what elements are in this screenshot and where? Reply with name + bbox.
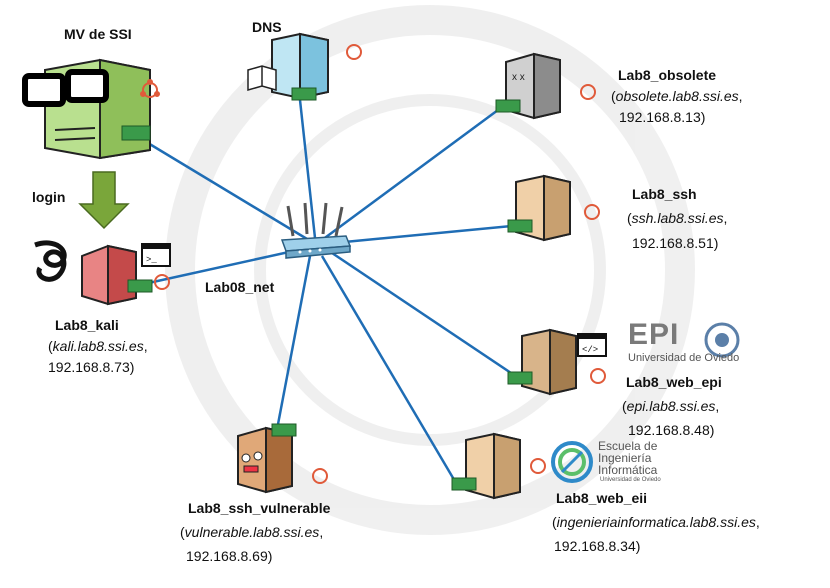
- web-eii-ip-label: 192.168.8.34): [554, 538, 641, 554]
- dns-machine-icon: [271, 32, 329, 100]
- eii-logo-line3: Informática: [598, 463, 658, 477]
- ssh-host-label: (ssh.lab8.ssi.es,: [627, 210, 728, 226]
- ubuntu-icon: [530, 458, 546, 474]
- epi-logo-letters: EPI: [628, 318, 680, 351]
- web-epi-ip: 192.168.8.48: [628, 422, 710, 438]
- ubuntu-icon: [590, 368, 606, 384]
- ubuntu-icon: [154, 274, 170, 290]
- ssh-vulnerable-name-label: Lab8_ssh_vulnerable: [188, 500, 331, 516]
- obsolete-host-label: (obsolete.lab8.ssi.es,: [611, 88, 743, 104]
- ssh-ip: 192.168.8.51: [632, 235, 714, 251]
- web-eii-host-label: (ingenieriainformatica.lab8.ssi.es,: [552, 514, 760, 530]
- network-links: [137, 99, 515, 484]
- network-card-icon: [271, 423, 297, 437]
- link-obsolete: [321, 108, 499, 242]
- login-arrow-icon: [78, 171, 130, 230]
- kali-ip: 192.168.8.73: [48, 359, 130, 375]
- network-name-label: Lab08_net: [205, 279, 275, 295]
- network-card-icon: [451, 477, 477, 491]
- login-label: login: [32, 189, 66, 205]
- link-web-epi: [331, 251, 515, 377]
- eii-logo-line1: Escuela de: [598, 439, 658, 453]
- ssh-vulnerable-machine-icon: [237, 426, 293, 494]
- kali-host-label: (kali.lab8.ssi.es,: [48, 338, 148, 354]
- link-kali: [143, 248, 299, 286]
- web-epi-hostname: epi.lab8.ssi.es: [626, 398, 716, 414]
- kali-dragon-icon: [34, 240, 67, 282]
- ubuntu-icon: [312, 468, 328, 484]
- ssh-vulnerable-ip-label: 192.168.8.69): [186, 548, 273, 564]
- obsolete-name-label: Lab8_obsolete: [618, 67, 717, 83]
- epi-logo: [704, 322, 740, 358]
- ssh-ip-label: 192.168.8.51): [632, 235, 719, 251]
- epi-logo-subtitle: Universidad de Oviedo: [628, 352, 740, 364]
- obsolete-ip: 192.168.8.13: [619, 109, 701, 125]
- ssh-vulnerable-ip: 192.168.8.69: [186, 548, 268, 564]
- svg-text:</>: </>: [582, 345, 598, 355]
- ssh-hostname: ssh.lab8.ssi.es: [631, 210, 724, 226]
- ssh-vulnerable-host-label: (vulnerable.lab8.ssi.es,: [180, 524, 324, 540]
- link-mv-ssi: [137, 135, 313, 244]
- obsolete-hostname: obsolete.lab8.ssi.es: [615, 88, 739, 104]
- ubuntu-icon: [140, 79, 160, 98]
- eii-logo: [551, 441, 593, 483]
- kali-ip-label: 192.168.8.73): [48, 359, 135, 375]
- ubuntu-icon: [584, 204, 600, 220]
- obsolete-ip-label: 192.168.8.13): [619, 109, 706, 125]
- network-card-icon: [507, 371, 533, 385]
- web-eii-hostname: ingenieriainformatica.lab8.ssi.es: [556, 514, 756, 530]
- network-card-icon: [495, 99, 521, 113]
- router-icon: [280, 202, 352, 259]
- glasses-icon: [22, 69, 109, 107]
- link-dns: [298, 99, 317, 239]
- eii-logo-line2: Ingeniería: [598, 451, 652, 465]
- link-ssh-vulnerable: [273, 255, 312, 441]
- book-icon: [247, 65, 277, 91]
- kali-hostname: kali.lab8.ssi.es: [52, 338, 144, 354]
- eii-logo-line4: Universidad de Oviedo: [600, 477, 661, 483]
- terminal-icon: >_: [141, 243, 171, 267]
- ubuntu-icon: [580, 84, 596, 100]
- web-eii-ip: 192.168.8.34: [554, 538, 636, 554]
- ssh-vulnerable-hostname: vulnerable.lab8.ssi.es: [184, 524, 320, 540]
- web-epi-machine-icon: [521, 328, 577, 396]
- network-card-icon: [291, 87, 317, 101]
- mv-ssi-label: MV de SSI: [64, 26, 132, 42]
- kali-name-label: Lab8_kali: [55, 317, 119, 333]
- link-web-eii: [320, 255, 458, 484]
- web-epi-name-label: Lab8_web_epi: [626, 374, 722, 390]
- ubuntu-icon: [346, 44, 362, 60]
- web-eii-name-label: Lab8_web_eii: [556, 490, 648, 506]
- svg-text:x x: x x: [512, 72, 525, 83]
- dns-label: DNS: [252, 19, 282, 35]
- network-card-icon: [507, 219, 533, 233]
- kali-machine-icon: [81, 244, 137, 306]
- link-ssh: [333, 224, 513, 245]
- network-card-icon: [127, 279, 153, 293]
- code-icon: </>: [577, 333, 607, 357]
- svg-text:>_: >_: [146, 255, 157, 265]
- ssh-name-label: Lab8_ssh: [632, 186, 697, 202]
- web-epi-ip-label: 192.168.8.48): [628, 422, 715, 438]
- web-epi-host-label: (epi.lab8.ssi.es,: [622, 398, 720, 414]
- network-card-icon: [121, 125, 151, 141]
